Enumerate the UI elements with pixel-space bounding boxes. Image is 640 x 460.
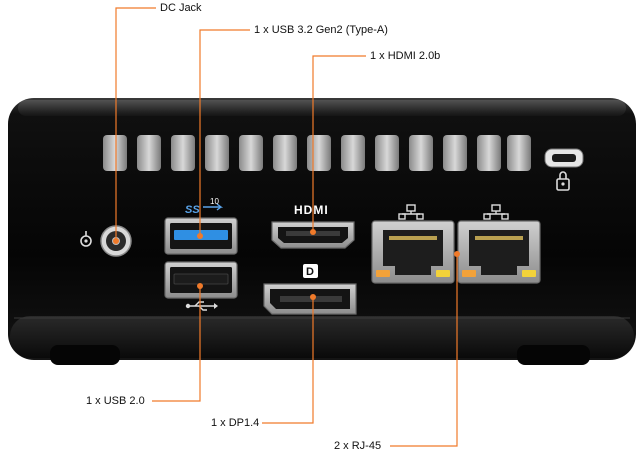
vent-slot (103, 135, 127, 171)
callout-label-usb32: 1 x USB 3.2 Gen2 (Type-A) (254, 24, 388, 36)
usb-ss-mark: SS (185, 204, 200, 216)
vent-slot (341, 135, 365, 171)
callout-line-dc-jack (115, 7, 156, 241)
right-foot (517, 345, 590, 365)
kensington-lock-icon (556, 171, 570, 191)
rj45-port (457, 220, 541, 284)
vent-slot (273, 135, 297, 171)
network-icon (483, 204, 509, 220)
callout-dot-hdmi (310, 229, 316, 235)
dp-logo-letter: D (306, 266, 314, 278)
usb20-port-tongue (173, 273, 229, 285)
callout-dots (113, 229, 460, 300)
vent-slot (239, 135, 263, 171)
callout-dot-usb20 (197, 283, 203, 289)
callout-label-rj45: 2 x RJ-45 (334, 440, 382, 452)
displayport-logo-icon: D (303, 264, 318, 278)
rj45-port (371, 220, 455, 284)
callout-label-dc-jack: DC Jack (160, 2, 202, 14)
callout-line-usb32 (199, 29, 250, 236)
callout-label-usb20: 1 x USB 2.0 (86, 395, 145, 407)
callout-dot-dp (310, 294, 316, 300)
callout-lines (115, 7, 458, 447)
vent-slot (375, 135, 399, 171)
callout-dot-rj45 (454, 251, 460, 257)
vent-slot (307, 135, 331, 171)
left-foot (50, 345, 120, 365)
chassis-top-highlight (18, 100, 626, 116)
vent-slot (443, 135, 467, 171)
callout-line-hdmi (312, 55, 366, 232)
usb-ss-rate: 10 (210, 197, 219, 206)
callout-line-rj45 (390, 254, 458, 447)
network-icon (398, 204, 424, 220)
dc-power-icon (80, 231, 92, 247)
vent-slot (137, 135, 161, 171)
vent-slot (477, 135, 501, 171)
callout-label-dp: 1 x DP1.4 (211, 417, 260, 429)
vent-row (103, 135, 531, 171)
vent-slot (409, 135, 433, 171)
callout-dot-dc-jack (113, 238, 119, 244)
callout-dot-usb32 (197, 233, 203, 239)
hdmi-logo-icon: HDMI (294, 203, 329, 217)
callout-label-hdmi: 1 x HDMI 2.0b (370, 50, 441, 62)
callout-line-dp (262, 297, 314, 424)
usb-superspeed-icon: SS 10 (185, 197, 224, 216)
kensington-lock-hole (552, 154, 576, 162)
vent-slot (171, 135, 195, 171)
vent-slot (507, 135, 531, 171)
callout-line-usb20 (152, 286, 201, 402)
vent-slot (205, 135, 229, 171)
chassis-bottom-band (10, 316, 634, 358)
